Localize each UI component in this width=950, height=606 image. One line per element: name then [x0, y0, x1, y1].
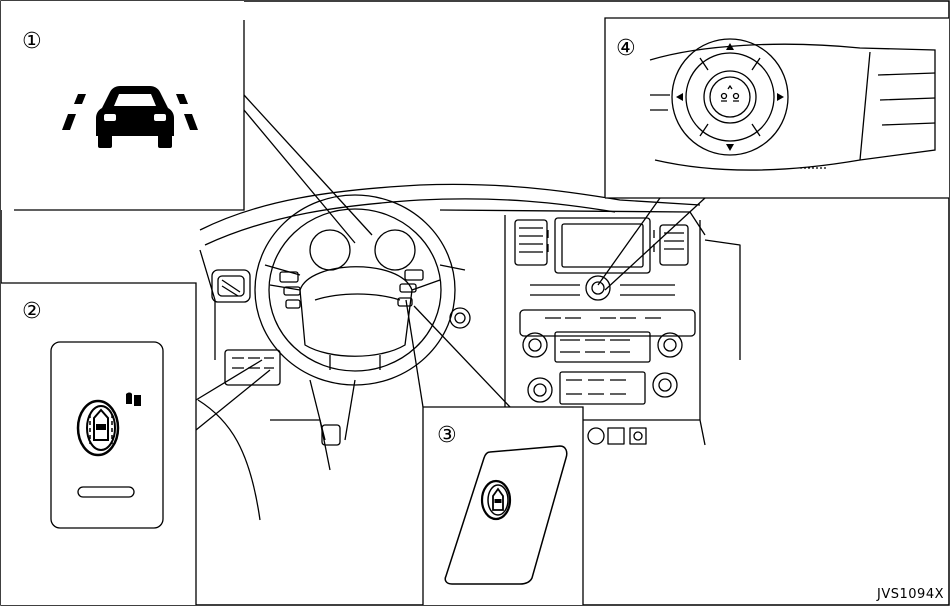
callout-panel-3: ③	[405, 299, 584, 605]
intelligent-cruise-steering-switch-icon	[649, 38, 936, 171]
callout-number-3: ③	[437, 423, 457, 448]
lane-departure-prevention-switch-icon	[76, 392, 141, 457]
steering-wheel-ldp-switch-icon	[480, 479, 512, 521]
indicator-slot	[77, 486, 135, 498]
leader-line-1	[243, 94, 373, 236]
leader-line-4	[597, 197, 661, 286]
callout-panel-2: ②	[1, 282, 271, 605]
callout-panel-4: ④	[597, 17, 949, 291]
callout-panel-1: ①	[1, 1, 373, 244]
callout-number-1: ①	[22, 29, 42, 54]
callout-number-2: ②	[22, 299, 42, 324]
dashboard-illustration	[197, 183, 741, 521]
lane-departure-indicator-icon	[62, 86, 198, 148]
leader-line-3	[405, 299, 424, 408]
leader-line-2	[195, 359, 263, 401]
figure-code-label: JVS1094X	[877, 587, 944, 602]
callout-number-4: ④	[616, 36, 636, 61]
